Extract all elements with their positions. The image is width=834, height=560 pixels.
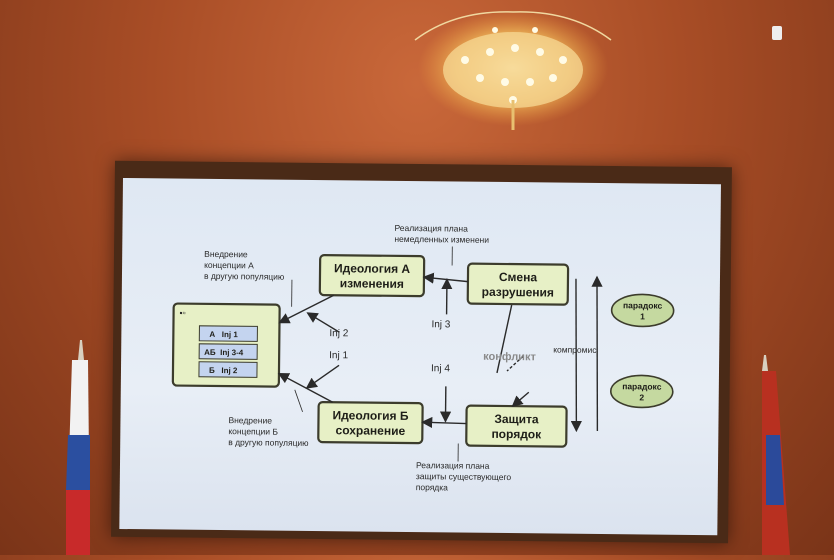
box-zashita-line1: Защита xyxy=(494,412,539,426)
box-ideology-b-line2: сохранение xyxy=(335,423,405,438)
note-realizaciya-top: Реализация плана немедленных изменени xyxy=(394,223,489,245)
box-ideology-a-line1: Идеология А xyxy=(334,261,411,276)
arrow-a-to-population xyxy=(279,295,333,324)
population-row-label: А Inj 1 xyxy=(209,330,238,339)
flag-right xyxy=(760,355,794,555)
paradox-1: парадокс 1 xyxy=(611,294,673,327)
note-line: защиты существующего xyxy=(416,471,512,482)
note-line: порядка xyxy=(416,482,449,492)
note-vnedrenie-a: Внедрение концепции А в другую популяцию xyxy=(204,249,285,282)
note-line: немедленных изменени xyxy=(394,234,489,245)
paradox-1-label: парадокс xyxy=(623,300,663,310)
arrow-zashita-to-b xyxy=(422,422,466,423)
camera xyxy=(772,26,782,40)
arrow-to-zashita xyxy=(513,392,529,406)
note-line: концепции А xyxy=(204,260,254,271)
note-vnedrenie-b: Внедрение концепции Б в другую популяцию xyxy=(228,415,309,448)
note-realizaciya-bottom: Реализация плана защиты существующего по… xyxy=(416,460,512,493)
chandelier xyxy=(395,0,635,140)
population-row: Б Inj 2 xyxy=(199,362,257,378)
population-corner-mark: ▪▫ xyxy=(180,308,186,318)
population-row: АБ Inj 3-4 xyxy=(199,344,257,360)
box-zashita-line2: порядок xyxy=(491,427,542,442)
paradox-2: парадокс 2 xyxy=(611,375,673,408)
label-kompromis: компромис xyxy=(553,345,597,355)
box-ideology-a: Идеология А изменения xyxy=(320,255,424,296)
arrow-smena-to-a xyxy=(424,277,468,281)
box-smena: Смена разрушения xyxy=(468,264,568,305)
label-inj1: Inj 1 xyxy=(329,350,348,361)
box-zashita: Защита порядок xyxy=(466,406,566,447)
paradox-2-label: парадокс xyxy=(622,381,662,391)
label-inj2: Inj 2 xyxy=(329,328,348,339)
paradox-1-number: 1 xyxy=(640,311,645,321)
population-row-label: Б Inj 2 xyxy=(209,366,238,375)
label-inj4: Inj 4 xyxy=(431,363,450,374)
note-tick-b xyxy=(295,390,303,412)
population-box: ▪▫ А Inj 1 АБ Inj 3-4 Б Inj 2 xyxy=(173,304,280,387)
paradox-2-number: 2 xyxy=(639,392,644,402)
box-ideology-b: Идеология Б сохранение xyxy=(318,402,422,443)
note-line: в другую популяцию xyxy=(228,437,309,448)
arrow-b-to-population xyxy=(279,374,333,403)
population-row-label: АБ Inj 3-4 xyxy=(204,348,244,357)
note-line: в другую популяцию xyxy=(204,271,285,282)
note-line: Реализация плана xyxy=(416,460,490,471)
projection-screen: ▪▫ А Inj 1 АБ Inj 3-4 Б Inj 2 Идеология … xyxy=(119,178,721,535)
label-inj3: Inj 3 xyxy=(431,319,450,330)
box-ideology-a-line2: изменения xyxy=(340,276,404,291)
arrow-inj1 xyxy=(307,365,339,388)
box-smena-line1: Смена xyxy=(499,270,538,284)
note-line: Реализация плана xyxy=(394,223,468,234)
population-row: А Inj 1 xyxy=(199,326,257,342)
note-line: Внедрение xyxy=(204,249,248,259)
note-line: концепции Б xyxy=(228,426,278,437)
note-line: Внедрение xyxy=(228,415,272,425)
box-smena-line2: разрушения xyxy=(482,285,554,300)
flag-left xyxy=(62,340,96,555)
box-ideology-b-line1: Идеология Б xyxy=(332,408,409,423)
label-konflikt: конфликт xyxy=(483,351,536,364)
